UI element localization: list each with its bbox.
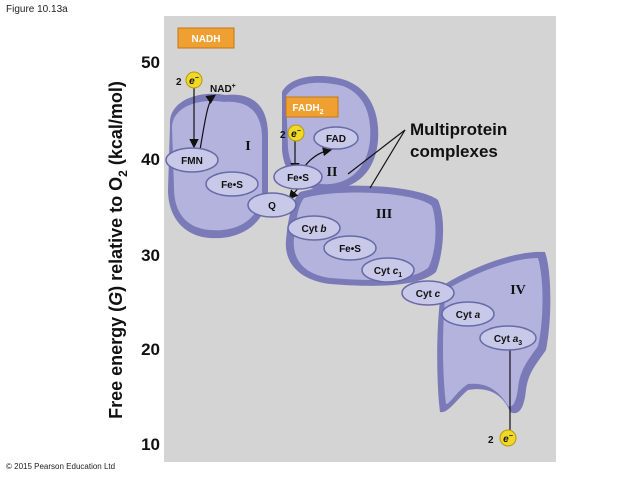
y-tick-10: 10 [141,435,160,454]
svg-text:2: 2 [280,130,286,141]
complex-iii-label: III [376,207,392,222]
svg-text:Fe•S: Fe•S [339,244,361,255]
carrier-cyt-b: Cyt b [287,215,341,241]
svg-text:Cyt b: Cyt b [301,224,326,235]
electrons-in-nadh: 2 e− [176,71,203,89]
nadh-box: NADH [177,27,235,49]
carrier-fmn: FMN [165,147,219,173]
electrons-in-fadh2: 2 e− [280,124,305,142]
carrier-cyt-c1: Cyt c1 [361,257,415,283]
svg-text:Cyt a3: Cyt a3 [494,334,522,347]
complex-i-label: I [245,139,250,154]
callout-line-ii [347,129,406,175]
callout-line-iii [369,129,406,189]
svg-text:FMN: FMN [181,156,203,167]
svg-text:Fe•S: Fe•S [221,180,243,191]
svg-text:e−: e− [503,433,513,445]
svg-text:2: 2 [176,77,182,88]
svg-text:e−: e− [291,128,301,140]
fad-bubble: FAD [313,126,359,150]
figure-title: Figure 10.13a [6,4,68,15]
y-tick-20: 20 [141,340,160,359]
complex-ii-label: II [327,165,338,180]
carrier-cyt-a: Cyt a [441,301,495,327]
complex-i [168,93,268,239]
nad-plus-label: NAD+ [210,83,236,95]
carrier-q: Q [247,192,297,218]
svg-text:2: 2 [488,435,494,446]
carrier-fes-iii: Fe•S [323,235,377,261]
svg-text:Fe•S: Fe•S [287,173,309,184]
y-tick-30: 30 [141,246,160,265]
svg-text:Cyt c1: Cyt c1 [374,266,402,279]
carrier-cyt-a3: Cyt a3 [479,325,537,351]
svg-text:Q: Q [268,201,276,212]
electrons-out: 2 e− [488,429,517,447]
callout-line2: complexes [410,142,498,161]
svg-text:e−: e− [189,75,199,87]
callout-line1: Multiprotein [410,120,507,139]
svg-text:NADH: NADH [192,34,221,45]
y-tick-40: 40 [141,150,160,169]
svg-text:FADH2: FADH2 [292,103,323,116]
y-tick-50: 50 [141,53,160,72]
complex-iv-label: IV [510,283,526,298]
carrier-fes-i: Fe•S [205,171,259,197]
copyright-notice: © 2015 Pearson Education Ltd [6,462,116,471]
svg-text:Cyt c: Cyt c [416,289,441,300]
svg-text:Cyt a: Cyt a [456,310,481,321]
fadh2-box: FADH2 [285,96,339,118]
svg-text:FAD: FAD [326,134,346,145]
carrier-fes-ii: Fe•S [273,164,323,190]
carrier-cyt-c: Cyt c [401,280,455,306]
arrow-to-nad [199,94,216,151]
